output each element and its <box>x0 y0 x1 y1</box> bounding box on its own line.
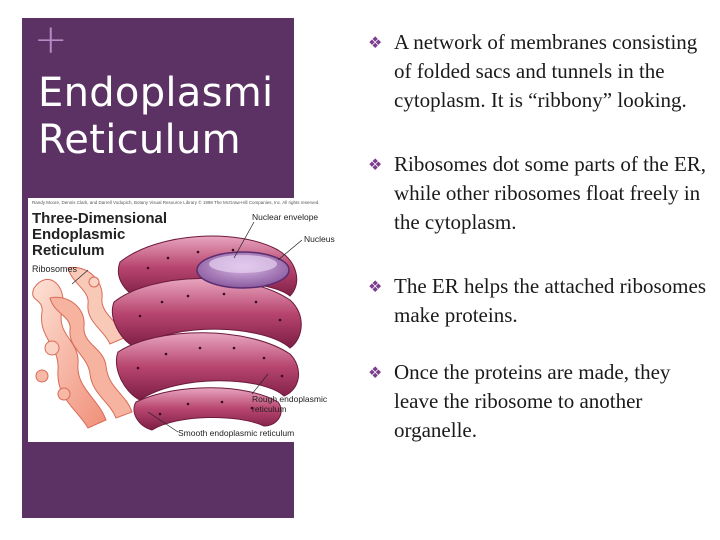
bullet-text: The ER helps the attached ribosomes make… <box>394 274 706 327</box>
figure-credit: Randy Moore, Dennis Clark, and Darrell V… <box>32 199 320 205</box>
bullet-marker-icon: ❖ <box>368 363 383 382</box>
slide-title: Endoplasmic Reticulum <box>38 70 296 164</box>
bullet-item: ❖ The ER helps the attached ribosomes mak… <box>368 272 713 330</box>
bullet-list: ❖ A network of membranes consisting of f… <box>368 28 713 445</box>
bullet-marker-icon: ❖ <box>368 155 383 174</box>
label-leader-lines <box>71 221 303 433</box>
label-rough-er-line-1: Rough endoplasmic <box>252 394 328 404</box>
endoplasmic-reticulum-illustration: Randy Moore, Dennis Clark, and Darrell V… <box>32 199 335 438</box>
bullet-item: ❖ Ribosomes dot some parts of the ER, whi… <box>368 150 713 237</box>
bullet-text: Ribosomes dot some parts of the ER, whil… <box>394 152 707 234</box>
bullet-marker-icon: ❖ <box>368 277 383 296</box>
plus-icon: + <box>34 17 68 63</box>
title-line-2: Reticulum <box>38 117 241 163</box>
smooth-er-tubules <box>32 266 133 429</box>
figure-heading-line-2: Endoplasmic <box>32 226 125 243</box>
figure-heading-line-1: Three-Dimensional <box>32 210 167 227</box>
label-rough-er-line-2: reticulum <box>252 404 286 414</box>
bullet-text: A network of membranes consisting of fol… <box>394 30 698 112</box>
title-line-1-end: c <box>273 70 296 116</box>
er-figure: Randy Moore, Dennis Clark, and Darrell V… <box>28 198 346 442</box>
label-smooth-er: Smooth endoplasmic reticulum <box>178 428 294 438</box>
label-nuclear-envelope: Nuclear envelope <box>252 212 318 222</box>
bullet-item: ❖ Once the proteins are made, they leave … <box>368 358 713 445</box>
label-ribosomes: Ribosomes <box>32 264 78 274</box>
bullet-marker-icon: ❖ <box>368 33 383 52</box>
nucleus-shape <box>196 251 290 289</box>
figure-heading-line-3: Reticulum <box>32 242 105 259</box>
title-line-1: Endoplasmi <box>38 70 274 116</box>
bullet-item: ❖ A network of membranes consisting of f… <box>368 28 713 115</box>
bullet-text: Once the proteins are made, they leave t… <box>394 360 671 442</box>
label-nucleus: Nucleus <box>304 234 335 244</box>
